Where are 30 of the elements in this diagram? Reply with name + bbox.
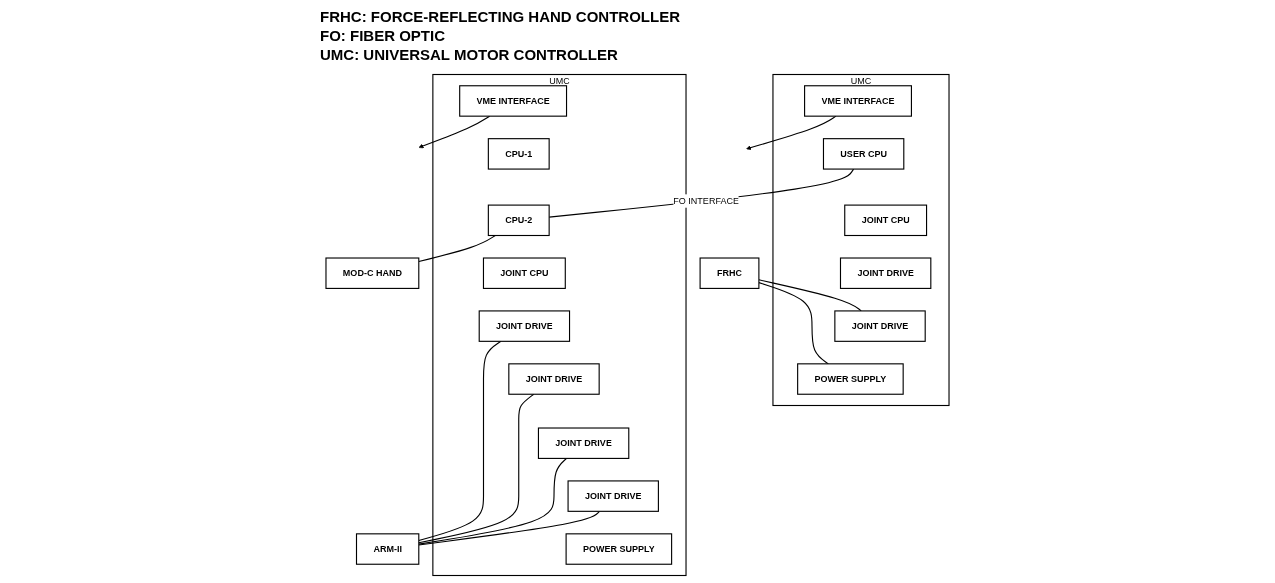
module-box: VME INTERFACE — [804, 85, 912, 117]
connector-line — [418, 234, 496, 263]
arrow — [746, 115, 837, 151]
connector-line — [758, 279, 862, 312]
connector-line — [418, 393, 535, 544]
module-box: JOINT DRIVE — [839, 257, 932, 289]
module-box: POWER SUPPLY — [797, 363, 904, 395]
connector-line — [418, 457, 568, 545]
module-box: JOINT CPU — [482, 257, 566, 289]
arrow — [418, 115, 491, 149]
module-box: MOD-C HAND — [325, 257, 420, 289]
module-box: CPU-1 — [487, 138, 550, 170]
module-box: FRHC — [699, 257, 760, 289]
module-box: CPU-2 — [487, 204, 550, 237]
module-box: ARM-II — [355, 533, 420, 565]
abbreviation-note: UMC: UNIVERSAL MOTOR CONTROLLER — [320, 46, 619, 63]
module-box: JOINT DRIVE — [537, 427, 630, 459]
module-box: JOINT CPU — [844, 204, 928, 237]
module-box: JOINT DRIVE — [834, 310, 926, 342]
connector-line — [758, 282, 829, 365]
connector-line — [418, 340, 502, 541]
connector-line — [418, 510, 600, 546]
module-box: VME INTERFACE — [459, 85, 568, 117]
module-box: USER CPU — [822, 138, 905, 170]
module-box: JOINT DRIVE — [567, 480, 659, 512]
module-box: POWER SUPPLY — [565, 533, 673, 565]
module-box: JOINT DRIVE — [508, 363, 600, 395]
module-box: JOINT DRIVE — [478, 310, 571, 342]
abbreviation-note: FRHC: FORCE-REFLECTING HAND CONTROLLER — [320, 8, 680, 25]
abbreviation-note: FO: FIBER OPTIC — [320, 27, 446, 44]
